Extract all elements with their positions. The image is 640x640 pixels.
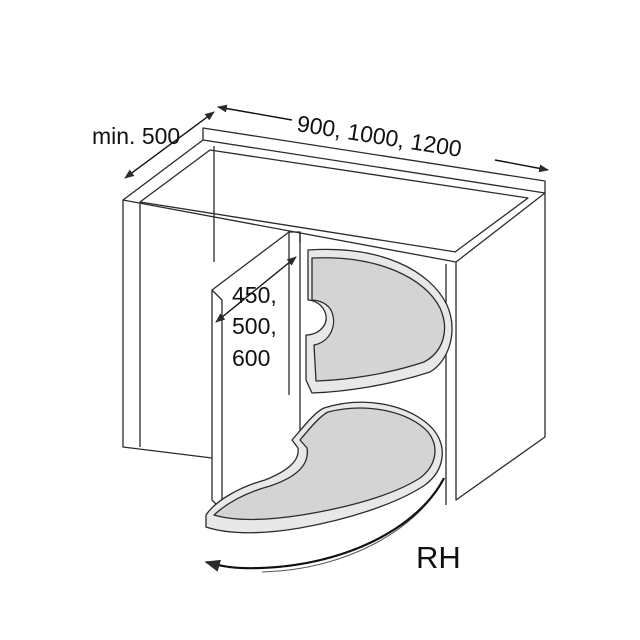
door-width-label-2: 500, xyxy=(232,313,277,339)
dimension-lines xyxy=(124,104,549,573)
inner-back-edge xyxy=(139,146,215,447)
upper-shelf xyxy=(305,248,453,394)
right-side-panel xyxy=(455,193,546,501)
top-frame-inner xyxy=(139,149,529,253)
width-label: 900, 1000, 1200 xyxy=(295,110,463,162)
door-width-label-1: 450, xyxy=(232,282,277,308)
width-arrow-right xyxy=(494,159,549,173)
width-arrow-left xyxy=(217,104,293,121)
lower-shelf-surface xyxy=(213,407,436,521)
door-width-arrow xyxy=(215,256,297,323)
door-width-label-3: 600 xyxy=(232,345,270,371)
rotation-arrow-rough xyxy=(261,484,441,573)
depth-label: min. 500 xyxy=(92,123,180,149)
left-side-panel xyxy=(122,200,213,459)
rotation-arrow xyxy=(204,477,445,572)
depth-arrow xyxy=(124,111,215,179)
hand-label: RH xyxy=(416,540,461,575)
upper-shelf-surface xyxy=(311,257,446,382)
top-frame xyxy=(122,139,546,263)
door-face xyxy=(288,232,301,395)
lower-shelf xyxy=(205,401,443,534)
